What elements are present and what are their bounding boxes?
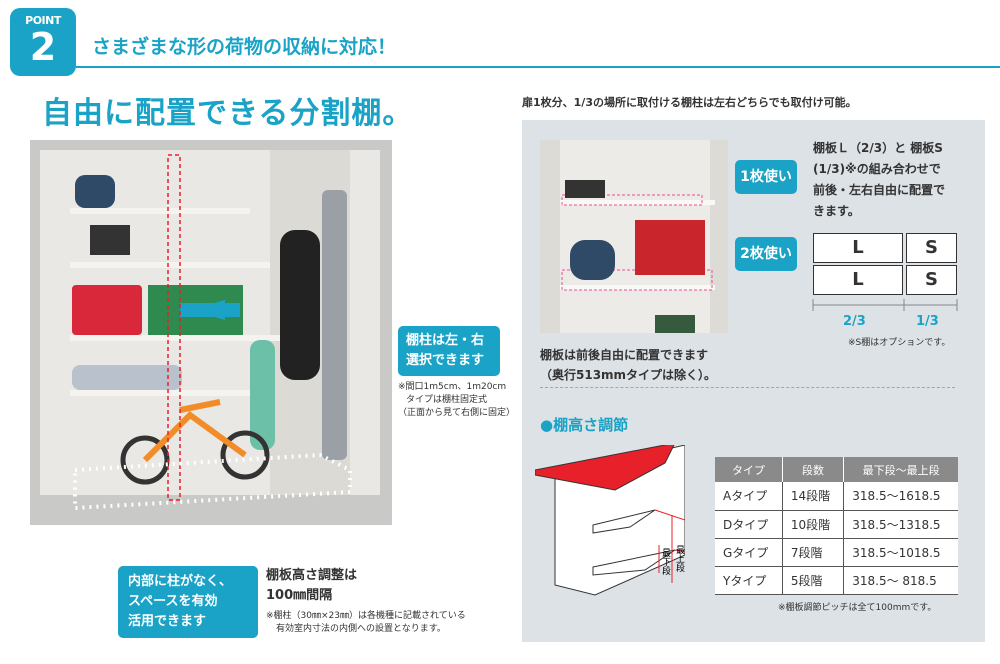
point-badge: POINT 2 (10, 8, 76, 76)
cell: Aタイプ (715, 482, 783, 511)
cell: Dタイプ (715, 510, 783, 539)
cell: 318.5～1618.5 (843, 482, 958, 511)
subtitle: さまざまな形の荷物の収納に対応！ (92, 36, 397, 58)
shelf-grid: L S L S (813, 233, 957, 295)
callout-pillar: 棚柱は左・右 選択できます (398, 326, 500, 376)
right-caption: 扉1枚分、1/3の場所に取付ける棚柱は左右どちらでも取付け可能。 (522, 96, 857, 109)
note-line: ※間口1m5cm、1m20cm (398, 382, 507, 392)
combo-line: 棚板Ｌ（2/3）と 棚板S (813, 141, 943, 155)
cell: 14段階 (782, 482, 845, 511)
pill-two-shelves: 2枚使い (735, 237, 797, 271)
th: 最下段～最上段 (843, 457, 958, 482)
grid-cell: L (813, 233, 903, 263)
table-note: ※棚板調節ピッチは全て100mmです。 (778, 603, 937, 613)
adjust-line: 棚板高さ調整は (266, 568, 358, 583)
badge-label: POINT (25, 14, 61, 27)
photo-caption: 棚板は前後自由に配置できます （奥行513mmタイプは除く）。 (540, 345, 716, 385)
cell: 318.5～ 818.5 (843, 566, 958, 595)
shelf-height-diagram: 最上段 最下段 (535, 445, 685, 596)
cell: 10段階 (782, 510, 845, 539)
note-line: 有効室内寸法の内側への設置となります。 (276, 624, 446, 634)
combo-text: 棚板Ｌ（2/3）と 棚板S (1/3)※の組み合わせで 前後・左右自由に配置で … (813, 138, 945, 222)
th: タイプ (715, 457, 783, 482)
adjust-note: ※棚柱（30㎜×23㎜）は各機種に記載されている 有効室内寸法の内側への設置とな… (266, 610, 466, 636)
cell: 7段階 (782, 538, 845, 567)
caption-line: （奥行513mmタイプは除く）。 (540, 368, 717, 382)
callout-line: 活用できます (128, 614, 207, 629)
dim-two-thirds: 2/3 (843, 314, 866, 329)
note-line: ※棚柱（30㎜×23㎜）は各機種に記載されている (266, 611, 466, 621)
label-bottom: 最下段 (660, 548, 671, 576)
section-title: ●棚高さ調節 (540, 416, 629, 434)
th: 段数 (782, 457, 845, 482)
page-title: 自由に配置できる分割棚。 (42, 96, 414, 131)
grid-cell: S (906, 265, 957, 295)
pillar-note: ※間口1m5cm、1m20cm タイプは棚柱固定式 （正面から見て右側に固定） (398, 381, 515, 420)
cell: Gタイプ (715, 538, 783, 567)
label-top: 最上段 (674, 545, 685, 573)
combo-line: (1/3)※の組み合わせで (813, 162, 941, 176)
note-line: タイプは棚柱固定式 (406, 395, 488, 405)
adjust-title: 棚板高さ調整は 100㎜間隔 (266, 566, 357, 606)
pill-one-shelf: 1枚使い (735, 160, 797, 194)
dashed-divider (540, 387, 955, 388)
divider (76, 66, 1000, 68)
shelf-photo (540, 140, 728, 333)
callout-line: 内部に柱がなく、 (128, 574, 233, 589)
combo-line: きます。 (813, 204, 860, 218)
shed-photo (30, 140, 392, 525)
option-note: ※S棚はオプションです。 (848, 338, 951, 348)
cell: Yタイプ (715, 566, 783, 595)
callout-line: 選択できます (406, 353, 485, 368)
cell: 318.5～1318.5 (843, 510, 958, 539)
note-line: （正面から見て右側に固定） (398, 408, 516, 418)
grid-cell: L (813, 265, 903, 295)
dimension-line (812, 299, 958, 311)
dim-one-third: 1/3 (916, 314, 939, 329)
callout-space: 内部に柱がなく、 スペースを有効 活用できます (118, 566, 258, 638)
callout-line: スペースを有効 (128, 594, 218, 609)
grid-cell: S (906, 233, 957, 263)
caption-line: 棚板は前後自由に配置できます (540, 348, 709, 362)
badge-number: 2 (29, 25, 57, 69)
cell: 5段階 (782, 566, 845, 595)
cell: 318.5～1018.5 (843, 538, 958, 567)
combo-line: 前後・左右自由に配置で (813, 183, 946, 197)
adjust-line: 100㎜間隔 (266, 588, 333, 603)
callout-line: 棚柱は左・右 (406, 333, 485, 348)
